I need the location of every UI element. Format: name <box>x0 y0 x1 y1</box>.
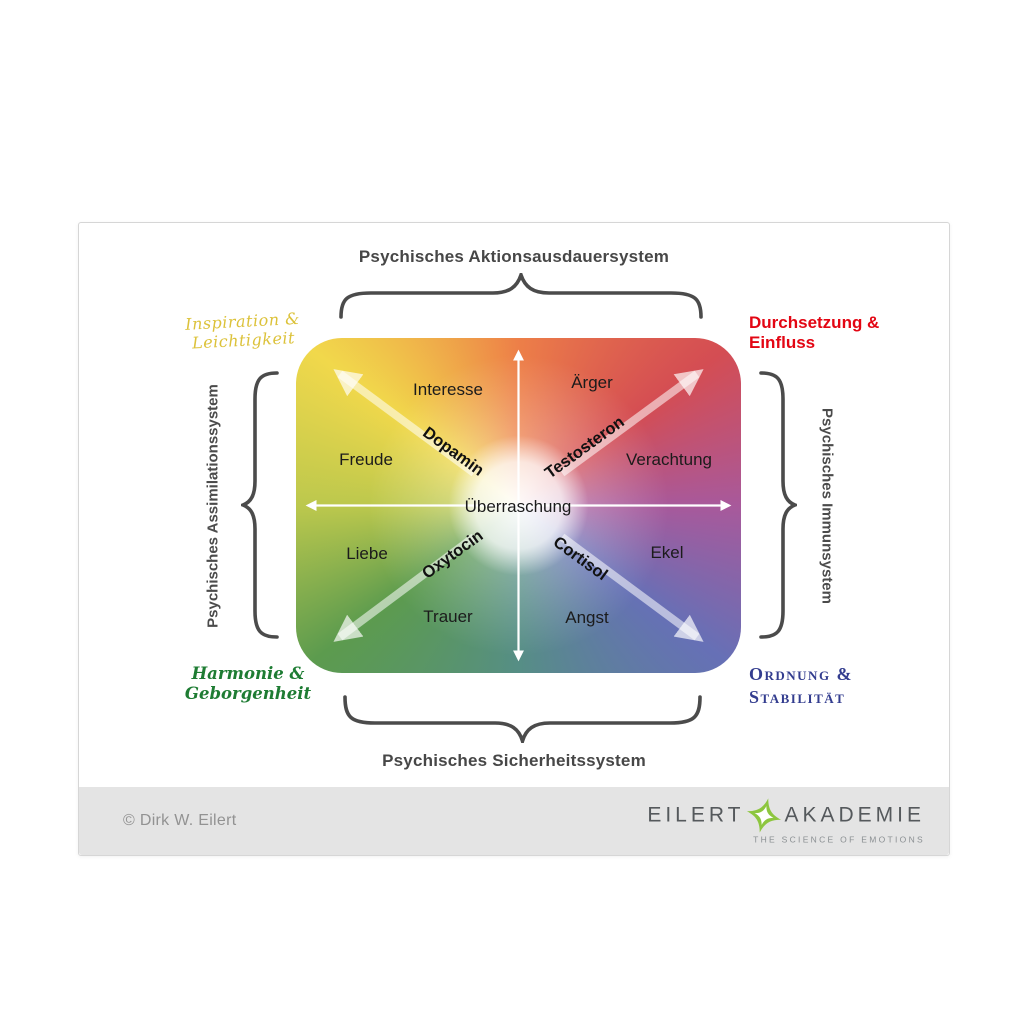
emotion-angst: Angst <box>565 608 609 627</box>
corner-label-line: Einfluss <box>749 333 816 353</box>
axes-and-arrows <box>305 349 732 662</box>
emotion-liebe: Liebe <box>346 544 388 563</box>
diagonal-arrow-bottom-right <box>559 533 704 642</box>
emotion-freude: Freude <box>339 450 393 469</box>
eilert-akademie-logo: EILERT AKADEMIE THE SCIENCE OF EMOTIONS <box>647 798 925 845</box>
corner-label-inspiration: Inspiration & Leichtigkeit <box>185 309 302 353</box>
curly-brace-left <box>241 369 279 641</box>
emotion-aerger: Ärger <box>571 373 613 392</box>
corner-label-line: Durchsetzung & <box>749 313 880 332</box>
logo-word-eilert: EILERT <box>647 803 745 827</box>
emotion-interesse: Interesse <box>413 380 483 399</box>
corner-label-line: Ordnung & <box>749 664 854 684</box>
emotion-ekel: Ekel <box>650 543 684 562</box>
diagonal-arrow-top-right <box>559 369 704 477</box>
curly-brace-right <box>759 369 797 641</box>
system-label-top: Psychisches Aktionsausdauersystem <box>358 247 670 266</box>
diagonal-arrow-top-left <box>333 369 477 477</box>
copyright-text: © Dirk W. Eilert <box>123 812 237 829</box>
corner-label-line: Stabilität <box>749 686 846 707</box>
corner-label-ordnung: Ordnung & Stabilität <box>749 663 853 708</box>
corner-label-harmonie: Harmonie & Geborgenheit <box>185 664 311 704</box>
corner-label-durchsetzung: Durchsetzung & Einfluss <box>749 313 879 354</box>
emotion-verachtung: Verachtung <box>625 450 713 469</box>
corner-label-line: Geborgenheit <box>184 684 312 703</box>
emotion-quadrant-field: Interesse Ärger Freude Verachtung Liebe … <box>296 338 741 673</box>
system-label-right: Psychisches Immunsystem <box>818 408 836 604</box>
system-label-bottom: Psychisches Sicherheitssystem <box>382 751 646 770</box>
corner-label-line: Harmonie & <box>191 664 305 684</box>
logo-row: EILERT AKADEMIE <box>647 798 925 834</box>
footer-bar: © Dirk W. Eilert EILERT AKADEMIE THE SCI… <box>79 787 949 855</box>
system-label-left: Psychisches Assimilationssystem <box>204 384 222 628</box>
curly-brace-bottom <box>341 693 704 743</box>
sparkle-star-icon <box>747 798 782 833</box>
diagram-card: Psychisches Aktionsausdauersystem Psychi… <box>78 222 950 856</box>
logo-tagline: THE SCIENCE OF EMOTIONS <box>753 834 925 845</box>
emotion-ueberraschung: Überraschung <box>464 497 572 516</box>
curly-brace-top <box>337 273 705 319</box>
diagonal-arrow-bottom-left <box>333 533 477 642</box>
emotion-trauer: Trauer <box>423 607 473 626</box>
logo-word-akademie: AKADEMIE <box>784 803 925 827</box>
